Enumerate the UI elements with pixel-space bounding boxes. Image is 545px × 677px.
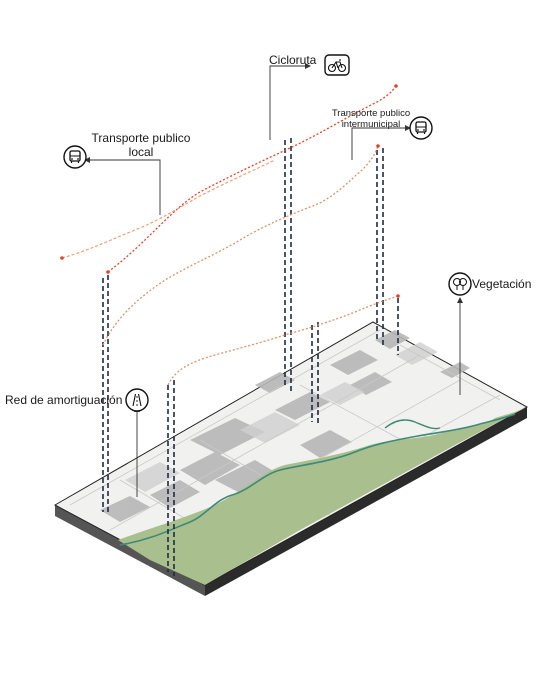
- river: [119, 413, 516, 546]
- label-transporte-inter-2: intermunicipal: [342, 119, 401, 130]
- bicycle-icon: [324, 54, 350, 76]
- transporte-intermunicipal-line: [102, 145, 379, 346]
- dashed-connectors: [102, 138, 399, 576]
- slab-right-edge: [205, 407, 527, 596]
- river-branch: [384, 419, 441, 430]
- label-transporte-inter-1: Transporte publico: [332, 108, 410, 119]
- bus-icon: [63, 145, 87, 169]
- slab-left-edge: [55, 505, 205, 596]
- urban-texture-light: [125, 342, 438, 492]
- leaders: [84, 65, 461, 497]
- label-vegetacion: Vegetación: [472, 277, 531, 291]
- vegetation-area: [118, 407, 527, 585]
- label-cicloruta: Cicloruta: [269, 53, 317, 67]
- tree-icon: [448, 272, 472, 296]
- map-slab: [53, 321, 529, 596]
- amortiguacion-line: [167, 295, 399, 386]
- transporte-local-line: [61, 159, 276, 259]
- cicloruta-line: [107, 85, 397, 273]
- bus-icon-intermunicipal: [409, 116, 433, 140]
- label-transporte-local-1: Transporte publico: [92, 131, 191, 145]
- road-icon: [125, 388, 149, 412]
- route-endpoints: [60, 84, 400, 298]
- label-transporte-local-2: local: [129, 145, 154, 159]
- label-red-amortiguacion: Red de amortiguación: [5, 393, 122, 407]
